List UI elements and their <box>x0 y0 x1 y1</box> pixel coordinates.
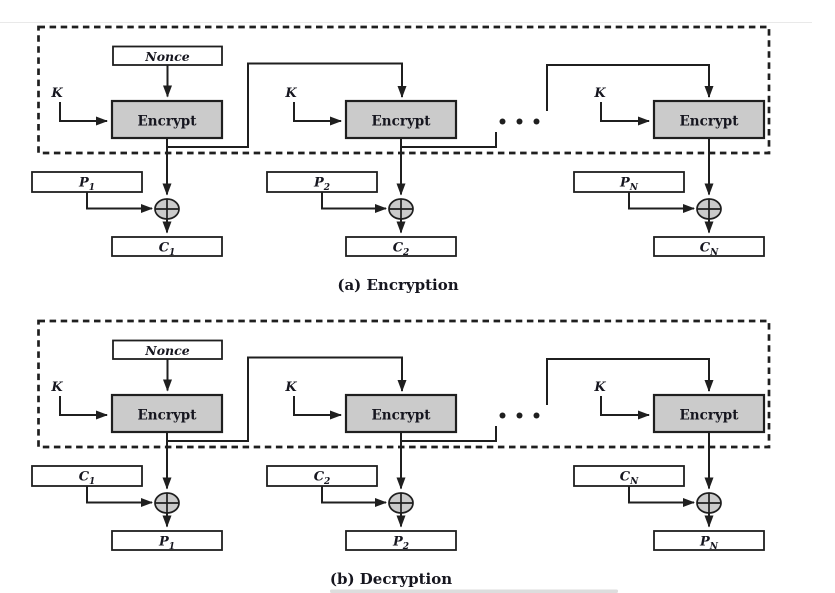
ciphertext-box-a1 <box>111 236 223 257</box>
key-label-b3: K <box>593 380 606 395</box>
ciphertext-box-a2 <box>345 236 457 257</box>
ellipsis-dot-b <box>499 412 506 419</box>
key-label-a3: K <box>593 86 606 101</box>
key-arrow-b1 <box>59 396 108 420</box>
ellipsis-dot-b <box>533 412 540 419</box>
feedback-line-b3 <box>546 358 714 405</box>
encrypt-box-b3 <box>652 393 766 434</box>
cipher-unit-a2: K Encrypt P2 C2 <box>266 86 458 259</box>
cipher-unit-a3: K Encrypt PN CN <box>573 86 766 259</box>
nonce-label-a: Nonce <box>144 49 189 64</box>
feedback-stub-b2 <box>401 426 497 442</box>
feedback-line-a1-a2 <box>167 62 407 148</box>
encrypt-label-b3: Encrypt <box>680 408 740 424</box>
caption-decryption: (b) Decryption <box>330 570 452 588</box>
plaintext-arrow-a3 <box>628 192 695 213</box>
plaintext-arrow-a2 <box>321 192 387 213</box>
feedback-line-b1-b2 <box>167 356 407 442</box>
key-arrow-b3 <box>600 396 650 420</box>
plaintext-label-a1: P1 <box>78 176 95 194</box>
ciphertext-label-b1: C1 <box>79 470 96 488</box>
ciphertext-label-b3: CN <box>620 470 639 488</box>
key-label-b2: K <box>284 380 297 395</box>
key-arrow-a3 <box>600 102 650 126</box>
plaintext-label-b2: P2 <box>392 535 409 553</box>
ciphertext-label-a1: C1 <box>159 241 176 259</box>
encrypt-box-b2 <box>344 393 458 434</box>
plaintext-box-b1 <box>111 530 223 551</box>
feedback-line-a3 <box>546 64 714 111</box>
diagram-decryption: Nonce K Encrypt C1 P1 K Encrypt <box>31 319 771 588</box>
plaintext-label-a3: PN <box>619 176 639 194</box>
ellipsis-dot-b <box>516 412 523 419</box>
encrypt-box-a1 <box>110 99 224 140</box>
encrypt-label-b1: Encrypt <box>138 408 198 424</box>
cipher-unit-b2: K Encrypt C2 P2 <box>266 380 458 553</box>
plaintext-label-b1: P1 <box>158 535 175 553</box>
key-arrow-a1 <box>59 102 108 126</box>
key-arrow-a2 <box>293 102 342 126</box>
nonce-label-b: Nonce <box>144 343 189 358</box>
ciphertext-box-a3 <box>653 236 765 257</box>
encrypt-box-b1 <box>110 393 224 434</box>
cipher-unit-a1: K Encrypt P1 C1 <box>31 86 224 259</box>
nonce-box-a <box>112 45 223 66</box>
cipher-unit-b1: K Encrypt C1 P1 <box>31 380 224 553</box>
diagram-encryption: Nonce K Encrypt P1 C1 K Encrypt <box>31 25 771 294</box>
plaintext-arrow-a1 <box>86 192 153 213</box>
encrypt-label-a2: Encrypt <box>372 114 432 130</box>
encrypt-label-b2: Encrypt <box>372 408 432 424</box>
feedback-stub-a2 <box>401 132 497 148</box>
key-label-b1: K <box>50 380 63 395</box>
keystream-generator-dashed-box-b <box>37 319 771 449</box>
ellipsis-dot-a <box>499 118 506 125</box>
encrypt-label-a1: Encrypt <box>138 114 198 130</box>
ciphertext-label-a2: C2 <box>393 241 410 259</box>
encrypt-box-a2 <box>344 99 458 140</box>
nonce-box-b <box>112 339 223 360</box>
cipher-unit-b3: K Encrypt CN PN <box>573 380 766 553</box>
caption-encryption: (a) Encryption <box>337 276 458 294</box>
ellipsis-dot-a <box>516 118 523 125</box>
keystream-generator-dashed-box-a <box>37 25 771 155</box>
plaintext-box-b3 <box>653 530 765 551</box>
cutoff-text-smudge <box>330 589 618 593</box>
ciphertext-arrow-b3 <box>628 486 695 507</box>
key-arrow-b2 <box>293 396 342 420</box>
plaintext-box-b2 <box>345 530 457 551</box>
ciphertext-label-a3: CN <box>700 241 719 259</box>
encrypt-label-a3: Encrypt <box>680 114 740 130</box>
ciphertext-arrow-b1 <box>86 486 153 507</box>
plaintext-label-a2: P2 <box>313 176 330 194</box>
key-label-a1: K <box>50 86 63 101</box>
ciphertext-arrow-b2 <box>321 486 387 507</box>
ellipsis-dot-a <box>533 118 540 125</box>
key-label-a2: K <box>284 86 297 101</box>
ciphertext-label-b2: C2 <box>314 470 331 488</box>
plaintext-label-b3: PN <box>699 535 719 553</box>
encrypt-box-a3 <box>652 99 766 140</box>
